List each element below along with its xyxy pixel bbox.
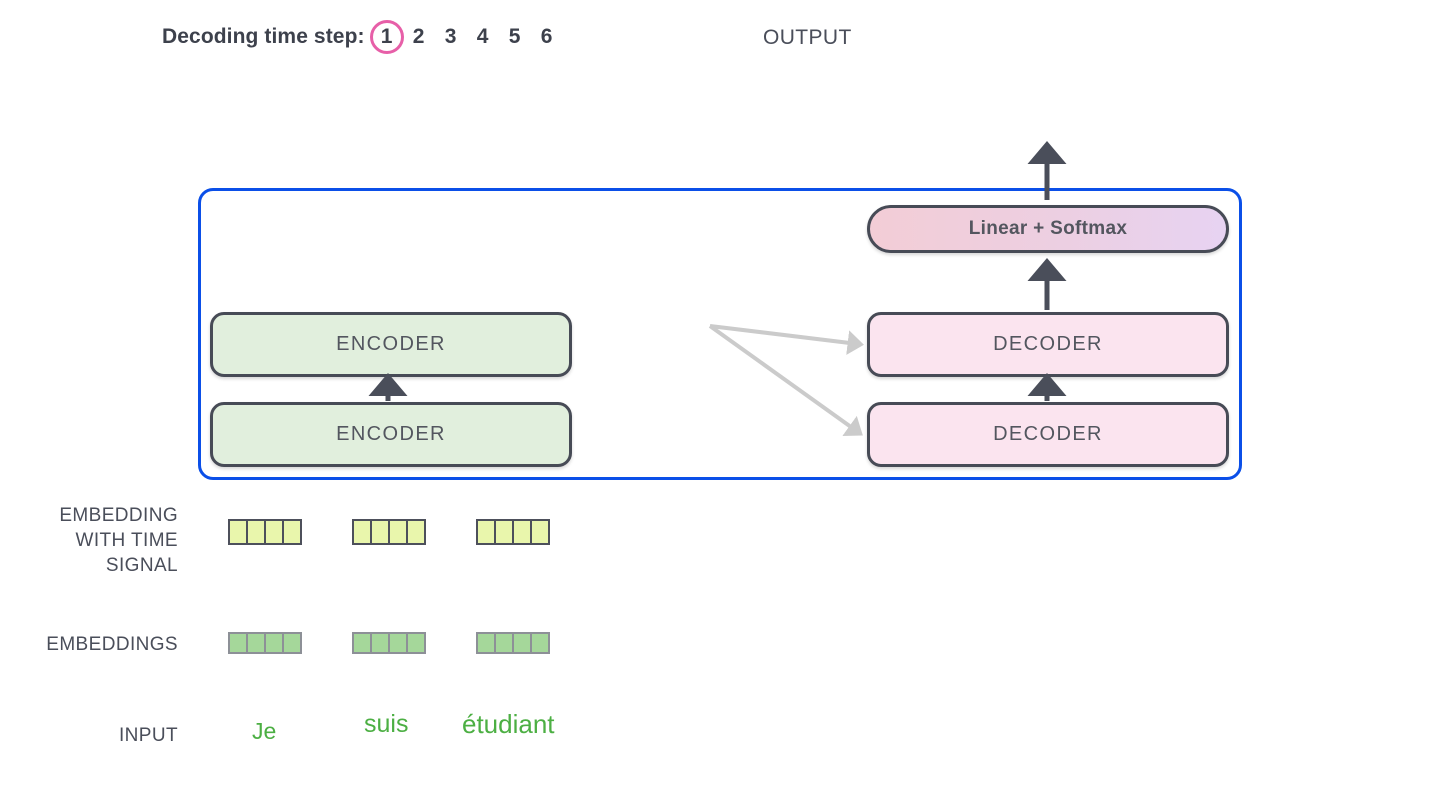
vector-cell [370, 519, 390, 545]
row-label-embedding-with-time-signal: EMBEDDING WITH TIME SIGNAL [10, 503, 178, 578]
timestep-option-2[interactable]: 2 [412, 25, 425, 48]
vector-cell [352, 632, 372, 654]
transformer-model-container [198, 188, 1242, 480]
encoder-block-bottom[interactable]: ENCODER [210, 402, 572, 467]
vector-cell [476, 632, 496, 654]
timestep-option-4[interactable]: 4 [476, 25, 489, 48]
vector-cell [494, 519, 514, 545]
vector-cell [406, 519, 426, 545]
output-label: OUTPUT [763, 26, 852, 49]
timestep-option-5[interactable]: 5 [508, 25, 521, 48]
time-signal-vector-1 [228, 519, 302, 545]
vector-cell [388, 519, 408, 545]
vector-cell [264, 519, 284, 545]
vector-cell [282, 519, 302, 545]
vector-cell [352, 519, 372, 545]
row-label-line-3: SIGNAL [105, 555, 178, 576]
decoding-timestep-label: Decoding time step: [162, 25, 365, 48]
linear-softmax-block[interactable]: Linear + Softmax [867, 205, 1229, 253]
vector-cell [512, 519, 532, 545]
vector-cell [476, 519, 496, 545]
timestep-option-3[interactable]: 3 [444, 25, 457, 48]
decoder-block-bottom[interactable]: DECODER [867, 402, 1229, 467]
input-token-3: étudiant [462, 709, 555, 739]
vector-cell [228, 519, 248, 545]
embedding-vector-3 [476, 632, 550, 654]
vector-cell [228, 632, 248, 654]
encoder-block-top[interactable]: ENCODER [210, 312, 572, 377]
row-label-line-2: WITH TIME [75, 530, 178, 551]
decoder-block-top[interactable]: DECODER [867, 312, 1229, 377]
vector-cell [370, 632, 390, 654]
row-label-input: INPUT [119, 725, 178, 746]
timestep-option-6[interactable]: 6 [540, 25, 553, 48]
vector-cell [388, 632, 408, 654]
vector-cell [246, 519, 266, 545]
time-signal-vector-2 [352, 519, 426, 545]
decoding-timestep-bar: Decoding time step: 1 2 3 4 5 6 [162, 20, 563, 54]
vector-cell [264, 632, 284, 654]
vector-cell [530, 632, 550, 654]
embedding-vector-1 [228, 632, 302, 654]
timestep-option-1[interactable]: 1 [369, 20, 404, 54]
vector-cell [530, 519, 550, 545]
vector-cell [512, 632, 532, 654]
embedding-vector-2 [352, 632, 426, 654]
vector-cell [282, 632, 302, 654]
vector-cell [246, 632, 266, 654]
vector-cell [406, 632, 426, 654]
row-label-embeddings: EMBEDDINGS [46, 634, 178, 655]
time-signal-vector-3 [476, 519, 550, 545]
row-label-line-1: EMBEDDING [59, 505, 178, 526]
input-token-1: Je [252, 718, 277, 744]
input-token-2: suis [364, 710, 409, 738]
vector-cell [494, 632, 514, 654]
